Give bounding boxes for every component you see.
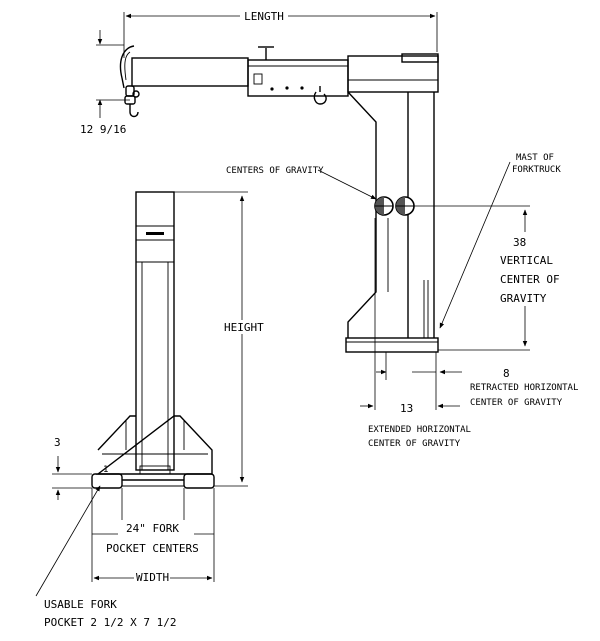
extended-line2: CENTER OF GRAVITY [368, 439, 461, 449]
pocket-height-value: 3 [54, 436, 61, 449]
front-column-dots [146, 232, 164, 235]
front-column [135, 191, 175, 471]
boom-pin-2 [285, 86, 289, 90]
retracted-value: 8 [503, 367, 510, 380]
vertical-cog-line3: GRAVITY [500, 292, 547, 305]
usable-pocket-leader [35, 485, 101, 597]
retracted-line2: CENTER OF GRAVITY [470, 398, 563, 408]
boom-square [253, 73, 263, 85]
vertical-cog-line1: VERTICAL [500, 254, 553, 267]
cog-circle-right [395, 196, 415, 216]
pocket-centers-line1: 24" FORK [126, 522, 179, 535]
usable-pocket-line1: USABLE FORK [44, 598, 117, 611]
centers-of-gravity-leader [317, 169, 377, 200]
fork-pocket-left [91, 473, 123, 489]
length-label: LENGTH [244, 10, 284, 23]
usable-pocket-line2: POCKET 2 1/2 X 7 1/2 [44, 616, 176, 629]
vertical-cog-value: 38 [513, 236, 526, 249]
fork-pocket-right [183, 473, 215, 489]
center-plate [139, 465, 171, 475]
mast-of-forktruck-leader [439, 161, 511, 329]
height-label: HEIGHT [224, 321, 264, 334]
mast-cap-top [401, 53, 439, 63]
width-label-bg [134, 570, 170, 584]
boom-outer-section [247, 59, 349, 97]
tip-hook [129, 104, 139, 118]
cog-circle-left [374, 196, 394, 216]
vertical-cog-label-bg [496, 232, 556, 306]
hook-offset-label: 12 9/16 [80, 123, 126, 136]
mast-cap [347, 55, 439, 93]
mast-of-forktruck-line2: FORKTRUCK [512, 165, 561, 175]
side-view: LENGTH 12 9/16 [80, 8, 578, 449]
vertical-cog-line2: CENTER OF [500, 273, 560, 286]
length-label-bg [240, 8, 288, 22]
boom-pin-1 [270, 87, 274, 91]
height-label-bg [222, 320, 266, 334]
boom-inner-section [131, 57, 249, 87]
mid-hook [313, 91, 327, 105]
centers-of-gravity-label: CENTERS OF GRAVITY [226, 166, 324, 176]
tip-chain-pin [132, 90, 140, 98]
mast-outline-left [347, 91, 377, 338]
pocket-centers-line2: POCKET CENTERS [106, 542, 199, 555]
boom-pin-3 [300, 86, 304, 90]
pocket-mark: 1 [103, 465, 108, 475]
boom-tip-curve-2 [124, 51, 131, 81]
mast-of-forktruck-line1: MAST OF [516, 153, 554, 163]
retracted-line1: RETRACTED HORIZONTAL [470, 383, 578, 393]
side-base-plate [345, 337, 439, 353]
boom-tip-curve [119, 45, 135, 89]
extended-value: 13 [400, 402, 413, 415]
front-view: 1 HEIGHT 3 24" FORK POCKET CENTERS WIDTH… [35, 191, 266, 629]
extended-line1: EXTENDED HORIZONTAL [368, 425, 471, 435]
front-base-frame [95, 415, 213, 475]
width-label: WIDTH [136, 571, 169, 584]
